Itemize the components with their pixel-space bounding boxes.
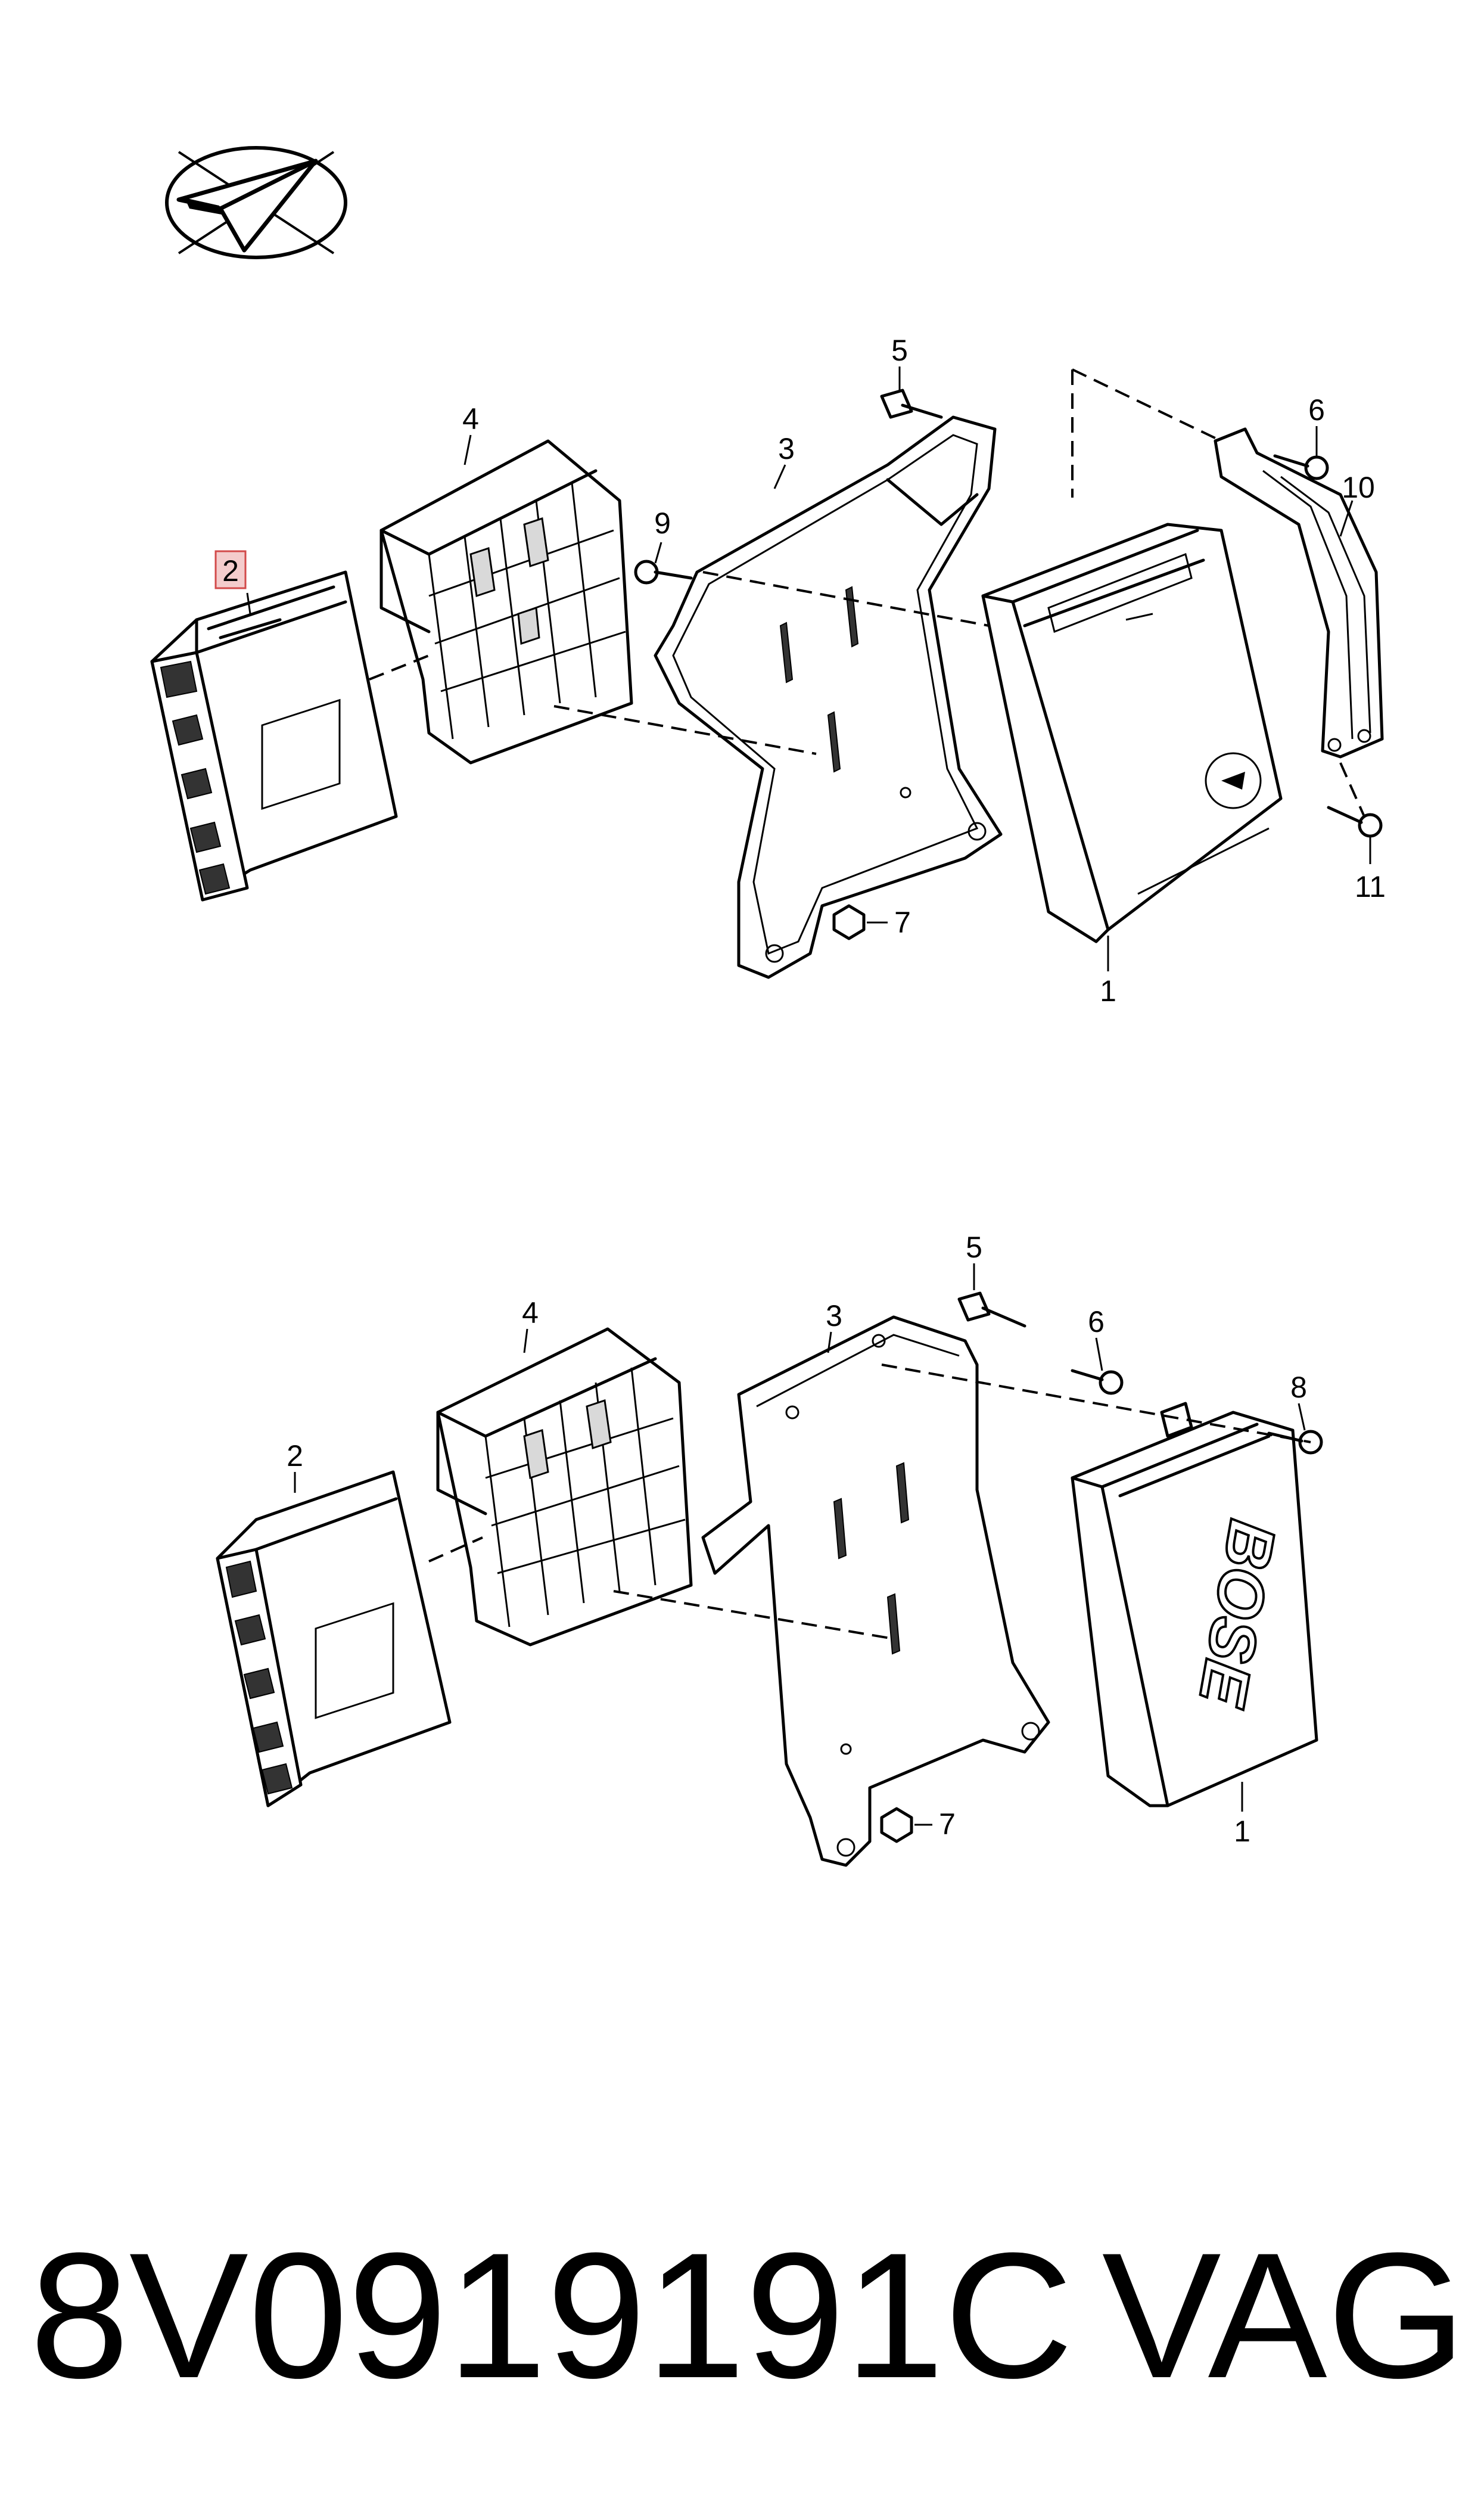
screw-5-top [880,389,943,419]
callout-3: 3 [778,432,795,465]
control-unit-bottom [216,1470,452,1807]
callout-6-bottom: 6 [1088,1305,1105,1338]
amplifier-bottom: BOSE [1071,1402,1318,1807]
top-assembly: 2 4 3 5 9 6 10 7 1 11 [150,334,1386,1008]
callout-7: 7 [894,906,911,939]
callout-10: 10 [1342,471,1375,504]
insulation-block-top [379,439,633,765]
control-unit-top [150,570,398,902]
callout-11: 11 [1355,870,1386,903]
screw-6-top [1273,454,1329,480]
bottom-assembly: BOSE 5 3 4 [216,1231,1323,1867]
callout-2: 2 [222,554,239,588]
callout-1: 1 [1100,974,1116,1008]
callout-6: 6 [1308,393,1325,427]
mounting-bracket-top [654,415,1003,979]
screw-5-bottom [957,1291,1026,1328]
callout-2-bottom: 2 [287,1439,303,1473]
callout-8-bottom: 8 [1290,1371,1307,1404]
callout-4-bottom: 4 [522,1296,539,1330]
brand-label: VAG [1102,2215,1466,2415]
nut-7-bottom [880,1807,913,1843]
callout-2-highlight[interactable] [214,550,247,589]
insulation-block-bottom [436,1327,693,1647]
callout-3-bottom: 3 [826,1299,842,1333]
callout-4: 4 [462,402,479,436]
callout-5-bottom: 5 [966,1231,982,1264]
curved-bracket-top [1214,427,1384,759]
part-number: 8V0919191C [30,2215,1074,2415]
screw-11-top [1327,806,1383,838]
callout-9: 9 [654,507,671,540]
paper-plane-check-icon [165,146,347,259]
callout-5: 5 [891,334,908,367]
screw-6-bottom [1071,1369,1124,1395]
amplifier-top [981,523,1283,943]
callout-1-bottom: 1 [1234,1815,1250,1848]
mounting-plate-bottom [701,1315,1050,1867]
nut-7-top [832,904,866,940]
screw-9-top [634,560,693,585]
callout-7-bottom: 7 [939,1807,956,1841]
